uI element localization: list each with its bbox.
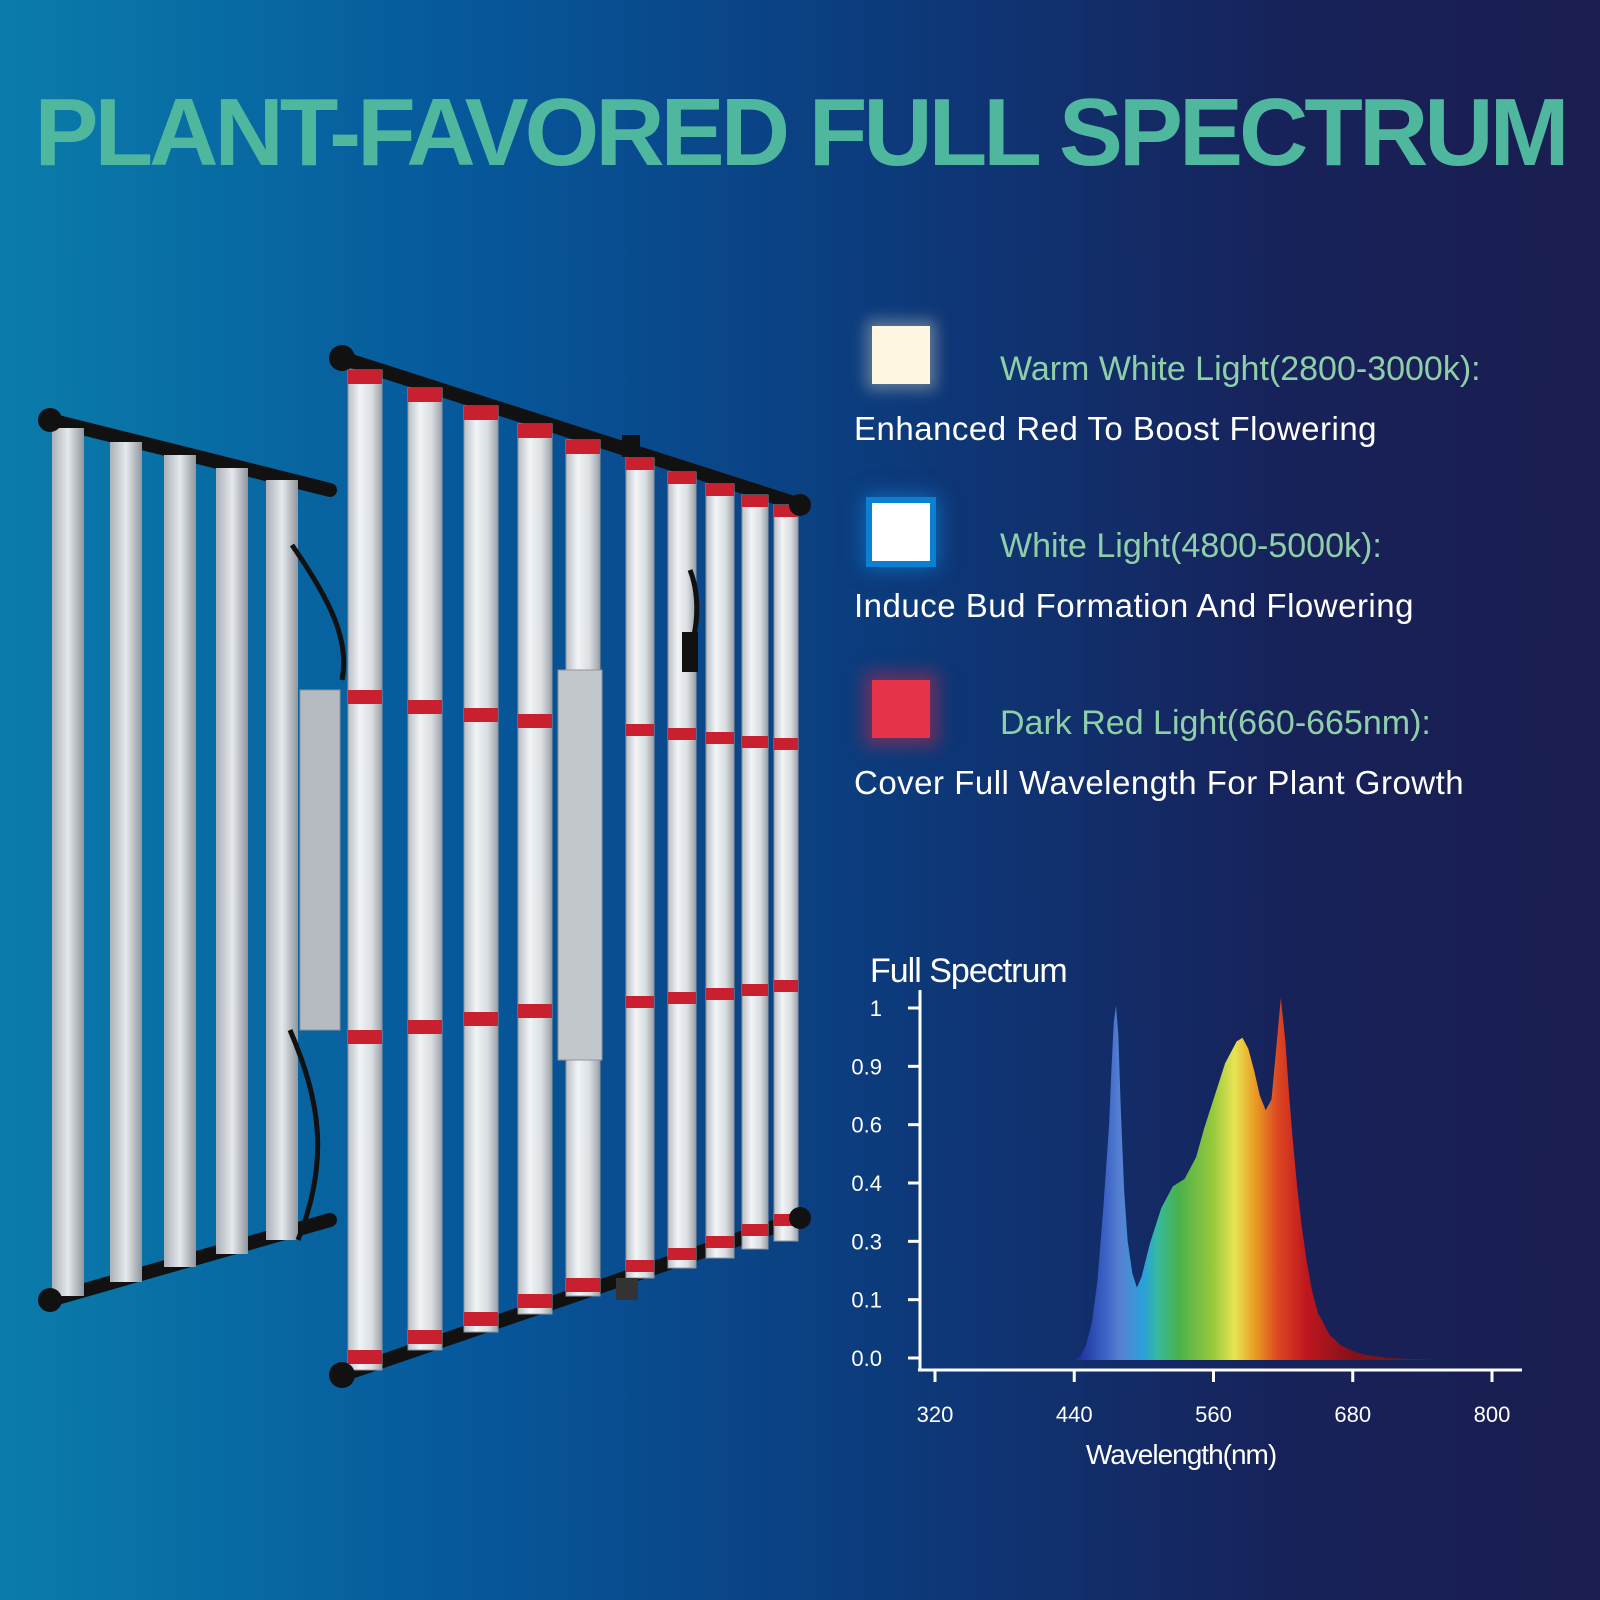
legend-title: Dark Red Light(660-665nm): bbox=[1000, 704, 1431, 742]
legend-title: Warm White Light(2800-3000k): bbox=[1000, 350, 1481, 388]
legend-title: White Light(4800-5000k): bbox=[1000, 527, 1382, 565]
legend-description: Cover Full Wavelength For Plant Growth bbox=[854, 764, 1465, 801]
legend-description: Enhanced Red To Boost Flowering bbox=[854, 410, 1378, 447]
white-swatch-icon bbox=[872, 503, 930, 561]
page-headline: PLANT-FAVORED FULL SPECTRUM bbox=[34, 79, 1569, 186]
y-tick-label: 0.6 bbox=[851, 1113, 882, 1138]
legend-item-white: White Light(4800-5000k): Induce Bud Form… bbox=[854, 503, 1554, 653]
dark-red-swatch-icon bbox=[872, 680, 930, 738]
x-axis-label: Wavelength(nm) bbox=[1086, 1439, 1276, 1470]
x-tick-label: 560 bbox=[1195, 1402, 1232, 1427]
y-tick-label: 0.1 bbox=[851, 1288, 882, 1313]
spectrum-chart: 320 440 560 680 800 1 0.9 0.6 0.4 0.3 0.1 0.0 Wavel… bbox=[851, 990, 1522, 1470]
x-tick-label: 320 bbox=[917, 1402, 954, 1427]
spectrum-area bbox=[1074, 998, 1434, 1360]
legend-item-warm-white: Warm White Light(2800-3000k): Enhanced R… bbox=[854, 326, 1554, 476]
x-tick-label: 680 bbox=[1334, 1402, 1371, 1427]
legend-item-dark-red: Dark Red Light(660-665nm): Cover Full Wa… bbox=[854, 680, 1554, 830]
y-tick-label: 0.0 bbox=[851, 1346, 882, 1371]
y-tick-label: 1 bbox=[870, 996, 882, 1021]
y-tick-label: 0.3 bbox=[851, 1229, 882, 1254]
legend-description: Induce Bud Formation And Flowering bbox=[854, 587, 1414, 624]
x-tick-label: 800 bbox=[1474, 1402, 1511, 1427]
y-tick-label: 0.9 bbox=[851, 1054, 882, 1079]
y-tick-label: 0.4 bbox=[851, 1171, 882, 1196]
grow-light-fixture-image bbox=[38, 345, 811, 1388]
x-tick-label: 440 bbox=[1056, 1402, 1093, 1427]
warm-white-swatch-icon bbox=[872, 326, 930, 384]
chart-title: Full Spectrum bbox=[870, 952, 1068, 990]
